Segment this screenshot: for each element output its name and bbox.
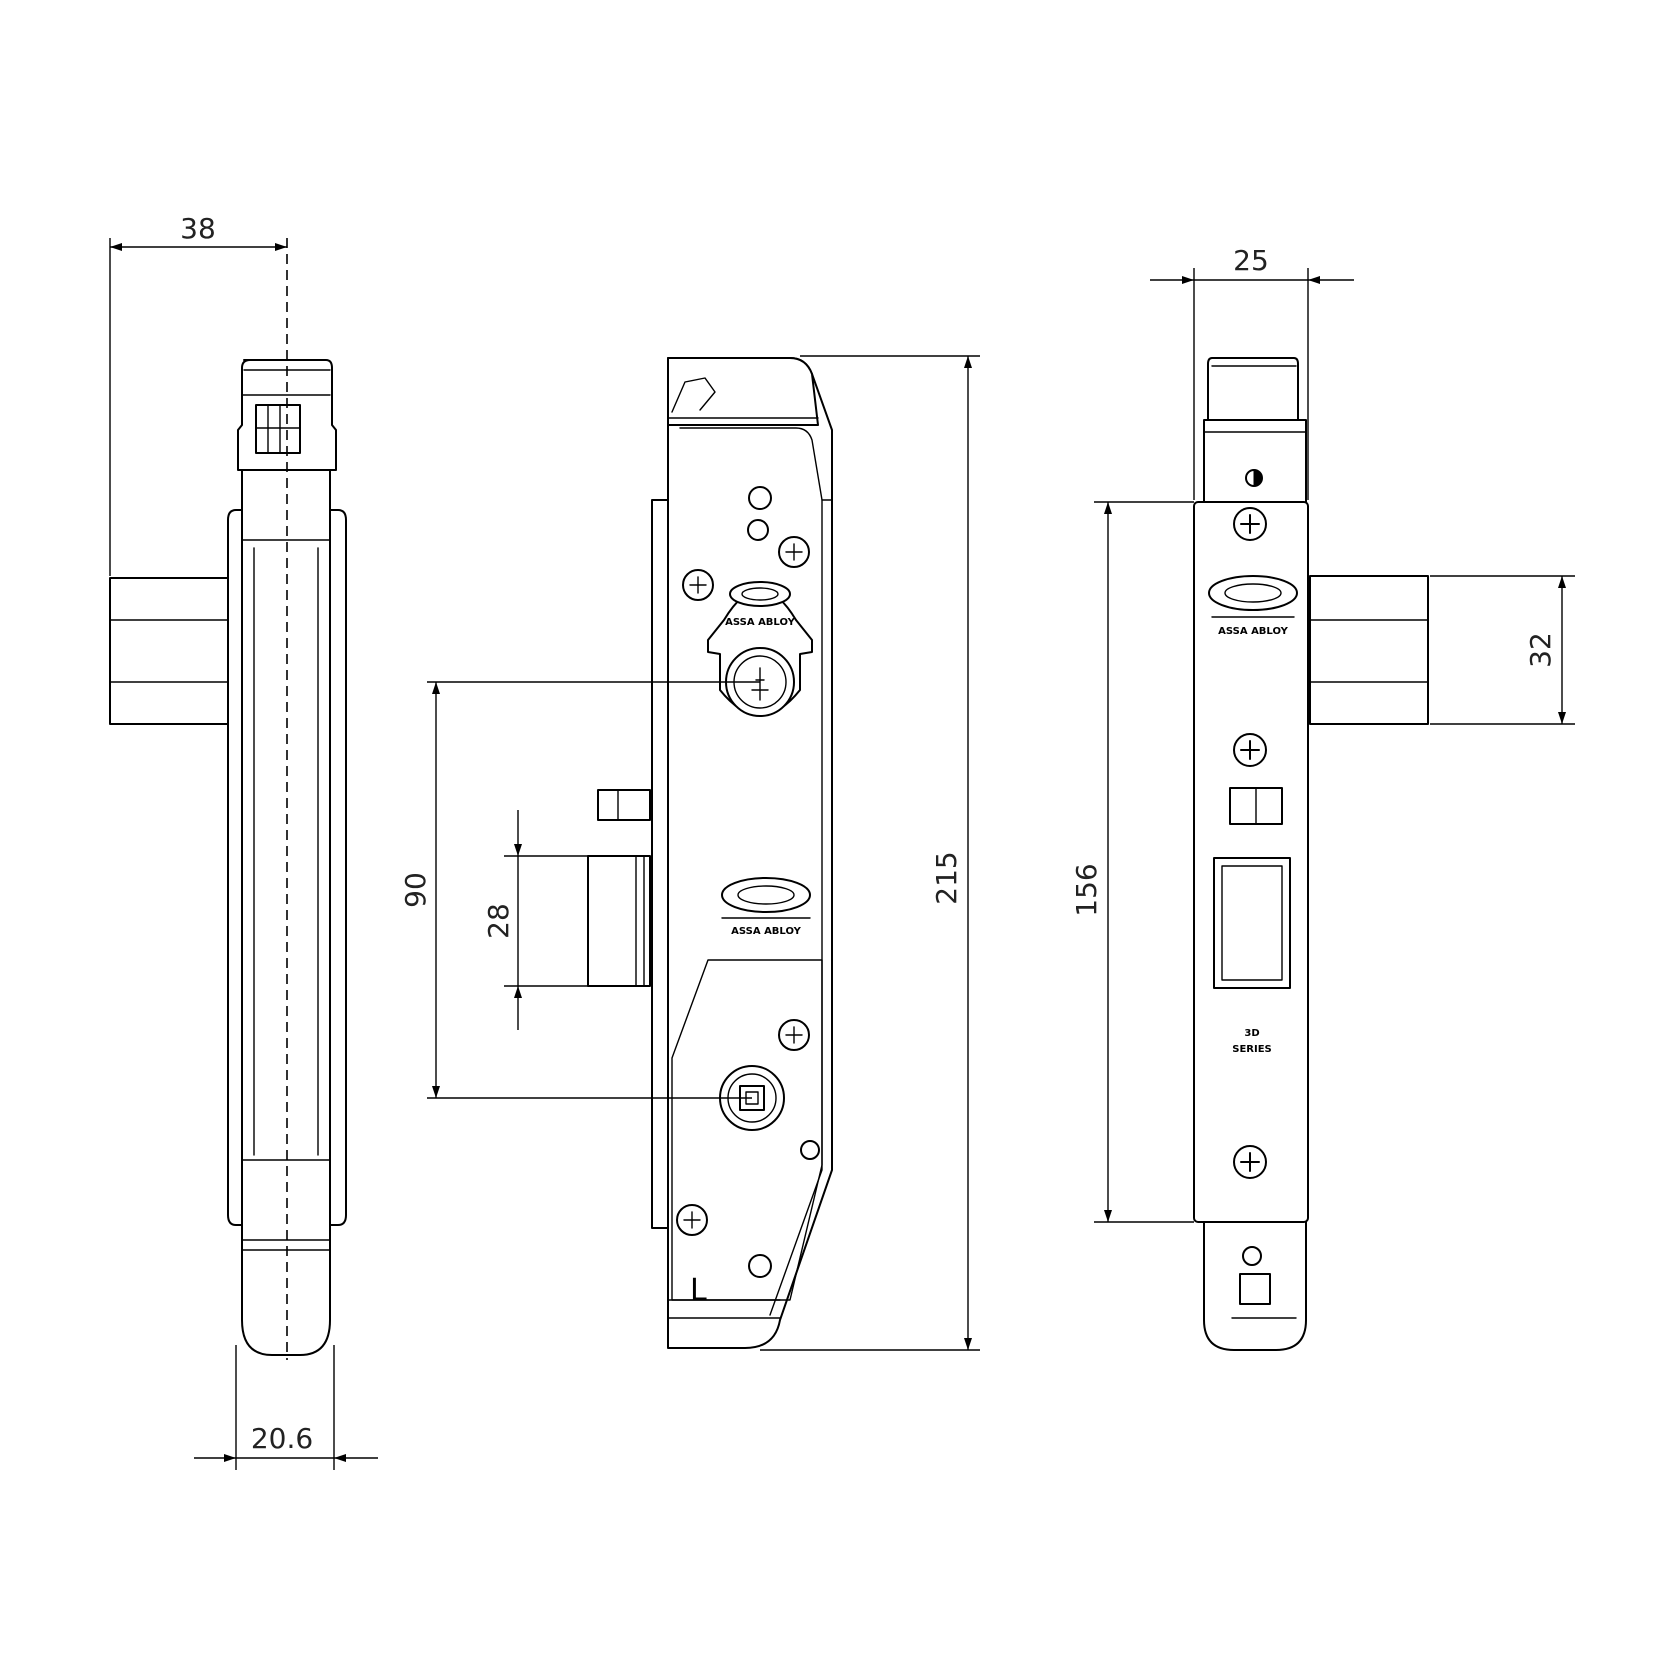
dim-deadbolt-height: 32 (1524, 632, 1557, 668)
face-brand-tag: ASSA ABLOY (1218, 626, 1288, 637)
dim-cam-to-spindle: 90 (399, 872, 432, 908)
front-hole-1 (748, 486, 772, 510)
dim-face-width: 25 (1233, 244, 1269, 277)
front-top-cap (667, 357, 819, 426)
front-screw-3 (778, 1019, 810, 1051)
face-series-number: 3D (1244, 1028, 1259, 1039)
face-latch-opening (1213, 857, 1291, 989)
front-inner-outline (679, 427, 823, 1316)
face-screw-2 (1233, 733, 1267, 767)
front-screw-2 (682, 569, 714, 601)
face-logo-oval (1208, 575, 1298, 611)
front-logo-oval-top (729, 581, 791, 607)
side-view: 38 20.6 (109, 212, 378, 1470)
dim-face-height: 156 (1070, 863, 1103, 916)
front-hand-label: L (690, 1273, 707, 1308)
front-screw-4 (676, 1204, 708, 1236)
face-deadbolt (1309, 575, 1429, 725)
face-series-label: SERIES (1232, 1044, 1272, 1055)
front-forend (651, 499, 669, 1229)
side-deadbolt (109, 577, 239, 725)
face-view: ASSA ABLOY 3D SERIES 25 156 32 (1070, 244, 1575, 1351)
face-top-cap (1207, 357, 1299, 421)
side-body (241, 447, 331, 1356)
front-lower-block (671, 959, 823, 1301)
front-aux-latch (597, 789, 651, 821)
dim-side-width-bottom: 20.6 (251, 1422, 313, 1455)
front-hole-3 (800, 1140, 820, 1160)
dim-side-width-top: 38 (180, 212, 216, 245)
side-cap-slot (255, 404, 301, 454)
front-latch (587, 855, 651, 987)
front-screw-1 (778, 536, 810, 568)
front-brand-tag-mid: ASSA ABLOY (731, 926, 801, 937)
face-bottom-tab (1239, 1273, 1271, 1305)
front-body (667, 357, 833, 1349)
face-screw-1 (1233, 507, 1267, 541)
face-screw-3 (1233, 1145, 1267, 1179)
front-view: ASSA ABLOY ASSA ABLOY L 90 28 215 (399, 355, 980, 1351)
face-bottom-hole (1242, 1246, 1262, 1266)
dim-latch-height: 28 (482, 903, 515, 939)
front-logo-oval-mid (721, 877, 811, 913)
dim-front-height: 215 (930, 851, 963, 904)
key-icon (751, 667, 769, 701)
front-hole-4 (748, 1254, 772, 1278)
front-brand-tag-top: ASSA ABLOY (725, 617, 795, 628)
front-hole-2 (747, 519, 769, 541)
